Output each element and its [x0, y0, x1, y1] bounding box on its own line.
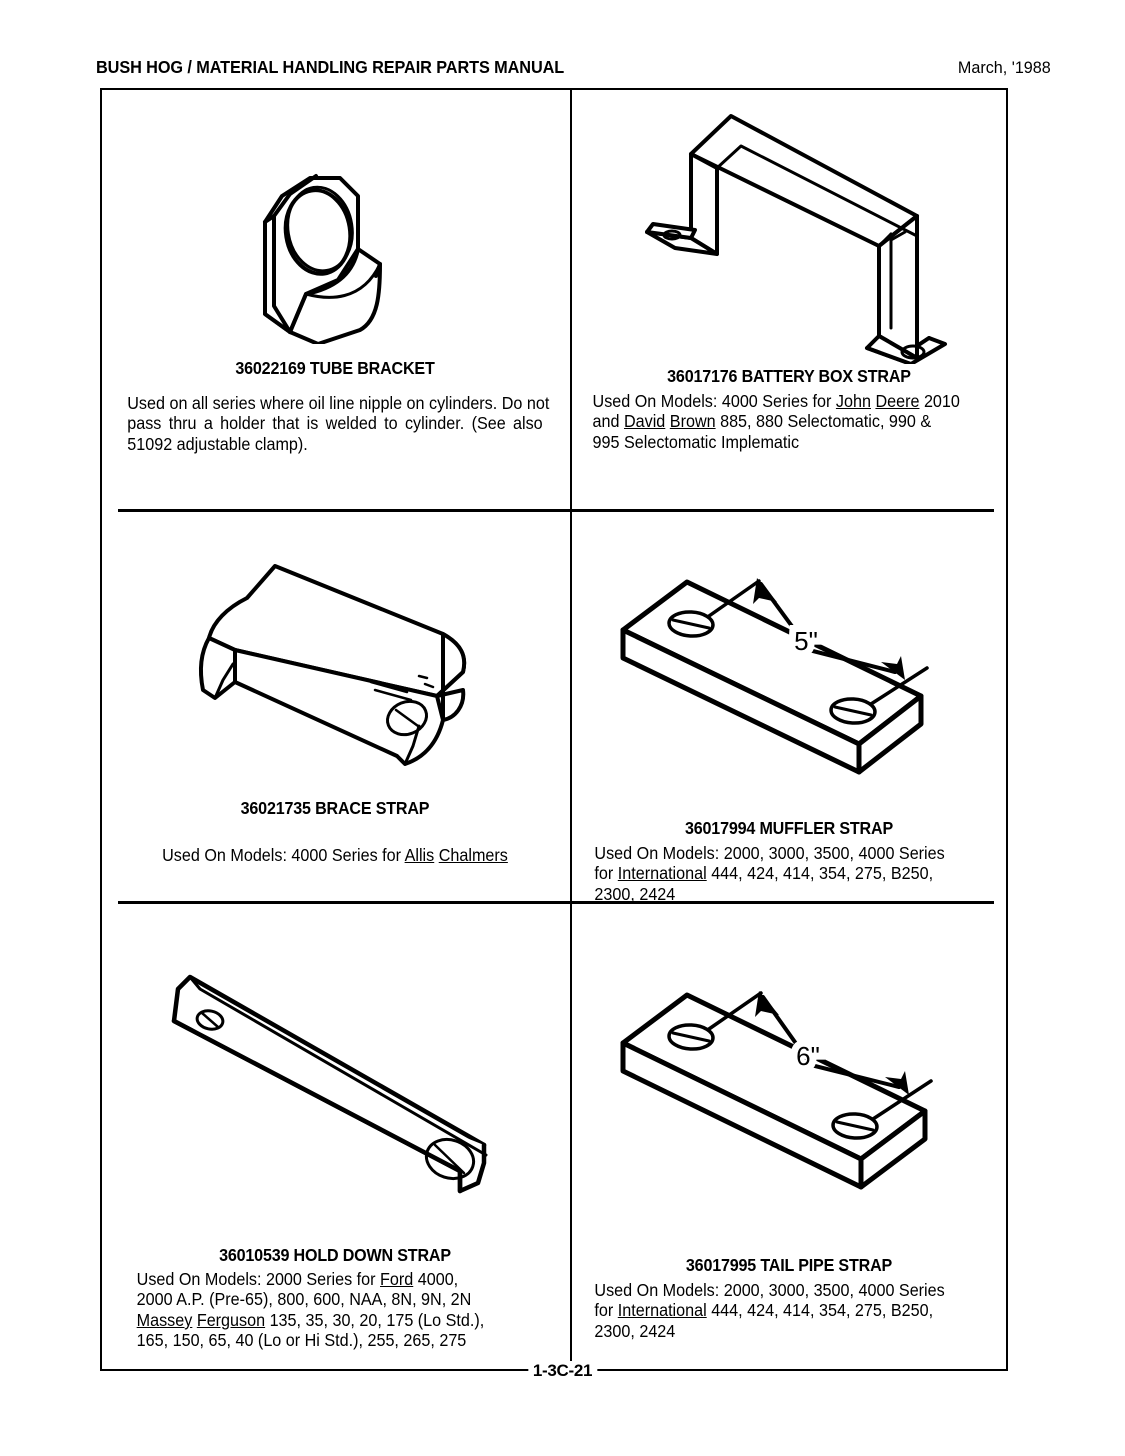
- manual-title: BUSH HOG / MATERIAL HANDLING REPAIR PART…: [96, 57, 565, 77]
- part-description-battery-box-strap: Used On Models: 4000 Series for John Dee…: [583, 391, 995, 452]
- caption-tube-bracket: 36022169 TUBE BRACKET Used on all series…: [100, 358, 570, 454]
- caption-hold-down-strap: 36010539 HOLD DOWN STRAP Used On Models:…: [100, 1245, 570, 1351]
- part-description-muffler-strap: Used On Models: 2000, 3000, 3500, 4000 S…: [583, 843, 995, 904]
- brand-international: International: [617, 863, 707, 884]
- part-panel-brace-strap: 36021735 BRACE STRAP Used On Models: 400…: [100, 510, 570, 902]
- figure-tube-bracket: [100, 104, 570, 344]
- description-line: 165, 150, 65, 40 (Lo or Hi Std.), 255, 2…: [136, 1330, 467, 1351]
- description-line: pass thru a holder that is welded to cyl…: [127, 413, 543, 434]
- brand-david-brown: David: [623, 411, 666, 432]
- description-line: Used On Models: 2000 Series for Ford 400…: [136, 1269, 459, 1289]
- part-panel-tube-bracket: 36022169 TUBE BRACKET Used on all series…: [100, 88, 570, 508]
- description-line: for International 444, 424, 414, 354, 27…: [594, 1300, 934, 1321]
- page-number: 1-3C-21: [527, 1361, 598, 1381]
- page-header: BUSH HOG / MATERIAL HANDLING REPAIR PART…: [96, 57, 1051, 83]
- description-line: 2300, 2424: [594, 1320, 676, 1341]
- caption-brace-strap: 36021735 BRACE STRAP Used On Models: 400…: [100, 798, 570, 865]
- part-title-muffler-strap: 36017994 MUFFLER STRAP: [684, 818, 894, 838]
- description-line: for International 444, 424, 414, 354, 27…: [594, 863, 934, 884]
- figure-muffler-strap: 5" 5": [570, 568, 1008, 798]
- caption-muffler-strap: 36017994 MUFFLER STRAP Used On Models: 2…: [570, 818, 1008, 904]
- horizontal-divider-1: [118, 509, 994, 512]
- description-line: Massey Ferguson 135, 35, 30, 20, 175 (Lo…: [136, 1309, 485, 1330]
- dimension-label: 6": [796, 1041, 820, 1071]
- horizontal-divider-2: [118, 901, 994, 904]
- part-title-brace-strap: 36021735 BRACE STRAP: [240, 798, 430, 818]
- description-line: 51092 adjustable clamp).: [127, 433, 308, 454]
- part-title-tube-bracket: 36022169 TUBE BRACKET: [235, 358, 435, 378]
- part-description-hold-down-strap: Used On Models: 2000 Series for Ford 400…: [114, 1269, 556, 1351]
- vertical-divider: [570, 90, 572, 1373]
- dimension-label: 5": [794, 626, 818, 656]
- description-line: 2000 A.P. (Pre-65), 800, 600, NAA, 8N, 9…: [136, 1289, 472, 1310]
- description-line: and David Brown 885, 880 Selectomatic, 9…: [592, 411, 932, 432]
- part-panel-tail-pipe-strap: 6" 6" 36017995 TAIL PIPE STRAP Used On M…: [570, 903, 1008, 1371]
- caption-battery-box-strap: 36017176 BATTERY BOX STRAP Used On Model…: [570, 366, 1008, 452]
- description-line: Used On Models: 2000, 3000, 3500, 4000 S…: [594, 1280, 945, 1300]
- part-description-tail-pipe-strap: Used On Models: 2000, 3000, 3500, 4000 S…: [583, 1280, 995, 1341]
- part-description-tube-bracket: Used on all series where oil line nipple…: [114, 393, 556, 454]
- manual-date: March, '1988: [958, 58, 1051, 77]
- part-panel-battery-box-strap: 36017176 BATTERY BOX STRAP Used On Model…: [570, 88, 1008, 508]
- description-line: 2300, 2424: [594, 883, 676, 904]
- description-line: 995 Selectomatic Implematic: [592, 431, 800, 452]
- description-line: Used On Models: 4000 Series for Allis Ch…: [162, 845, 508, 865]
- part-panel-muffler-strap: 5" 5" 36017994 MUFFLER STRAP Used On Mod…: [570, 510, 1008, 904]
- brand-international: International: [617, 1300, 707, 1321]
- brand-allis-chalmers: Allis: [404, 845, 435, 865]
- brand-massey-ferguson: Massey: [136, 1309, 193, 1330]
- description-line: Used On Models: 4000 Series for John Dee…: [592, 391, 960, 411]
- description-line: Used on all series where oil line nipple…: [127, 393, 550, 413]
- part-description-brace-strap: Used On Models: 4000 Series for Allis Ch…: [114, 845, 556, 865]
- part-title-hold-down-strap: 36010539 HOLD DOWN STRAP: [219, 1245, 451, 1265]
- figure-battery-box-strap: [570, 96, 1008, 364]
- part-title-tail-pipe-strap: 36017995 TAIL PIPE STRAP: [685, 1255, 893, 1275]
- figure-tail-pipe-strap: 6" 6": [570, 981, 1008, 1211]
- part-panel-hold-down-strap: 36010539 HOLD DOWN STRAP Used On Models:…: [100, 903, 570, 1371]
- brand-john-deere: John: [835, 391, 871, 411]
- figure-hold-down-strap: [100, 963, 570, 1203]
- figure-brace-strap: [100, 530, 570, 780]
- caption-tail-pipe-strap: 36017995 TAIL PIPE STRAP Used On Models:…: [570, 1255, 1008, 1341]
- part-title-battery-box-strap: 36017176 BATTERY BOX STRAP: [667, 366, 911, 386]
- brand-ford: Ford: [380, 1269, 414, 1289]
- description-line: Used On Models: 2000, 3000, 3500, 4000 S…: [594, 843, 945, 863]
